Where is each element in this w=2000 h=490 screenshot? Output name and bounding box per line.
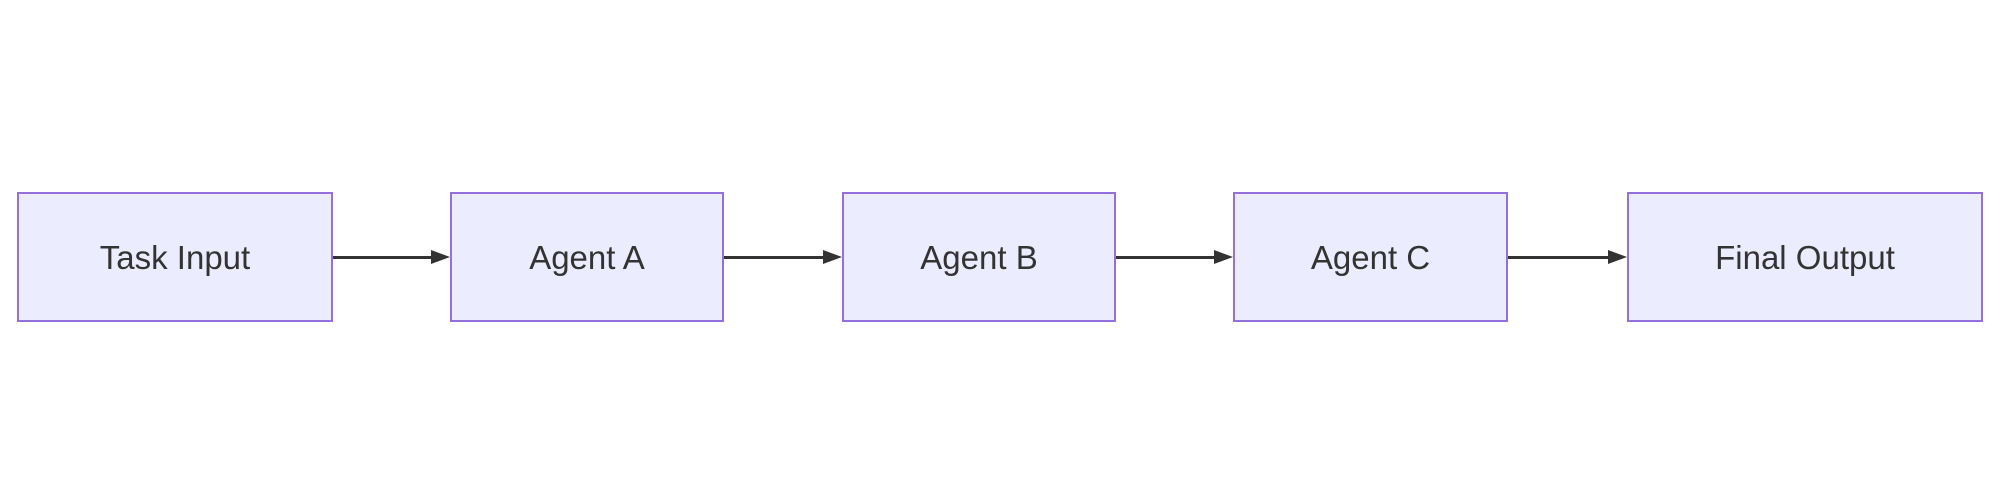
edge-line xyxy=(724,255,823,259)
arrowhead-icon xyxy=(1214,250,1233,264)
edge-agent-a-to-agent-b xyxy=(724,192,842,322)
flowchart-row: Task Input Agent A Agent B Agent C xyxy=(17,192,1983,322)
arrowhead-icon xyxy=(823,250,842,264)
node-agent-a-label: Agent A xyxy=(529,238,645,276)
arrowhead-icon xyxy=(1608,250,1627,264)
node-agent-c: Agent C xyxy=(1233,192,1508,322)
node-task-input-label: Task Input xyxy=(99,238,251,276)
node-agent-b: Agent B xyxy=(842,192,1116,322)
node-final-output: Final Output xyxy=(1627,192,1983,322)
edge-agent-c-to-final-output xyxy=(1508,192,1627,322)
edge-task-input-to-agent-a xyxy=(333,192,450,322)
node-agent-c-label: Agent C xyxy=(1310,238,1431,276)
edge-agent-b-to-agent-c xyxy=(1116,192,1233,322)
node-final-output-label: Final Output xyxy=(1715,238,1895,276)
edge-line xyxy=(333,255,431,259)
node-task-input: Task Input xyxy=(17,192,333,322)
edge-line xyxy=(1508,255,1608,259)
node-agent-b-label: Agent B xyxy=(920,238,1038,276)
node-agent-a: Agent A xyxy=(450,192,724,322)
arrowhead-icon xyxy=(431,250,450,264)
edge-line xyxy=(1116,255,1214,259)
